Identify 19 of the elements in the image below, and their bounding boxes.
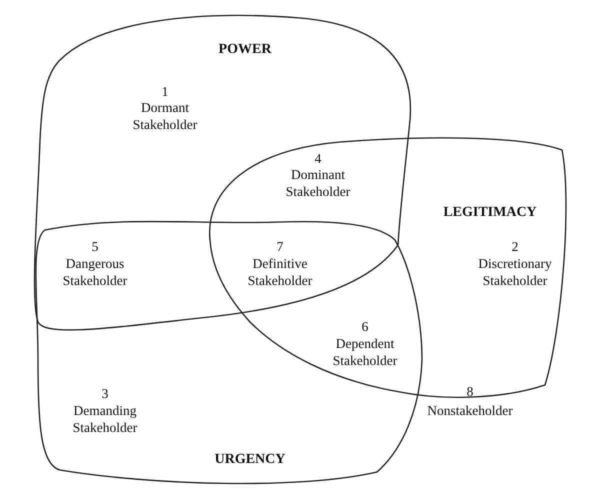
- stakeholder-label: Dependent Stakeholder: [332, 335, 398, 369]
- region-number: 6: [360, 318, 370, 335]
- stakeholder-label: Dormant Stakeholder: [132, 99, 198, 133]
- region-number: 1: [160, 83, 170, 100]
- region-number: 4: [314, 150, 322, 167]
- region-number: 8: [466, 383, 474, 400]
- region-number: 5: [90, 238, 100, 255]
- stakeholder-label: Nonstakeholder: [426, 402, 514, 419]
- set-heading: POWER: [218, 42, 272, 58]
- region-number: 7: [276, 238, 284, 255]
- stakeholder-label: Discretionary Stakeholder: [477, 255, 553, 289]
- set-heading: LEGITIMACY: [443, 205, 537, 221]
- stakeholder-label: Demanding Stakeholder: [72, 402, 138, 436]
- stakeholder-label: Dominant Stakeholder: [284, 166, 352, 200]
- set-heading: URGENCY: [214, 452, 286, 468]
- region-number: 3: [100, 385, 110, 402]
- region-number: 2: [510, 238, 520, 255]
- stakeholder-label: Dangerous Stakeholder: [62, 255, 128, 289]
- stakeholder-label: Definitive Stakeholder: [246, 255, 314, 289]
